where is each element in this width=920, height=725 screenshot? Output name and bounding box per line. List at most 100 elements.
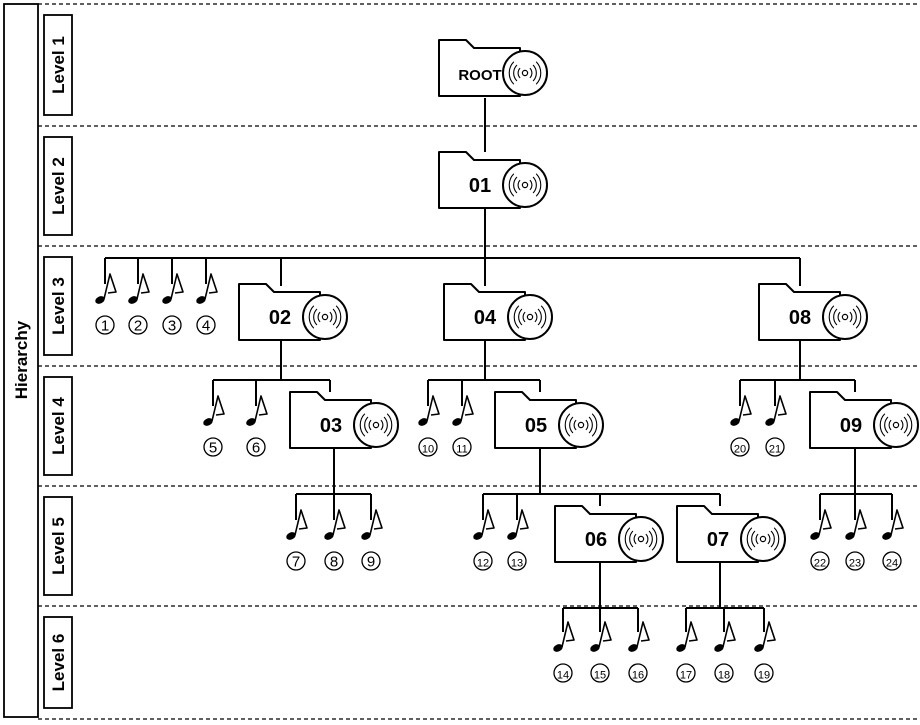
folder-08: 08: [758, 283, 868, 341]
svg-text:Level 6: Level 6: [49, 634, 68, 692]
folder-02: 02: [238, 283, 348, 341]
track-24: 24㉔: [882, 509, 904, 571]
music-note-icon: [730, 395, 752, 426]
track-11: 11⑪: [452, 395, 474, 457]
folder-06: 06: [554, 505, 664, 563]
track-17: 17⑰: [676, 621, 698, 683]
track-number: 9: [367, 554, 375, 571]
music-note-icon: [128, 273, 150, 304]
music-note-icon: [203, 395, 225, 426]
folder-03: 03: [289, 391, 399, 449]
disc-icon: [822, 294, 868, 340]
music-note-icon: [553, 621, 575, 652]
hierarchy-frame: [3, 3, 39, 718]
track-2: 2②: [128, 273, 150, 335]
music-note-icon: [628, 621, 650, 652]
disc-icon: [502, 50, 548, 96]
track-5: 5⑤: [203, 395, 225, 457]
level-label-1: Level 1: [43, 14, 73, 116]
music-note-icon: [162, 273, 184, 304]
track-number: 14: [557, 670, 569, 682]
track-number: 11: [456, 444, 467, 456]
music-note-icon: [324, 509, 346, 540]
disc-icon: [558, 402, 604, 448]
music-note-icon: [418, 395, 440, 426]
music-note-icon: [765, 395, 787, 426]
music-note-icon: [754, 621, 776, 652]
music-note-icon: [95, 273, 117, 304]
music-note-icon: [286, 509, 308, 540]
tree-connectors: [104, 98, 893, 632]
music-note-icon: [882, 509, 904, 540]
folder-04: 04: [443, 283, 553, 341]
track-23: 23㉓: [845, 509, 867, 571]
track-number: 4: [202, 318, 210, 335]
track-19: 19⑲: [754, 621, 776, 683]
folder-label: 08: [789, 307, 811, 329]
track-10: 10⑩: [418, 395, 440, 457]
track-number: 8: [330, 554, 338, 571]
track-number: 22: [814, 558, 826, 570]
track-14: 14⑭: [553, 621, 575, 683]
track-number: 12: [477, 558, 489, 570]
level-label-4: Level 4: [43, 376, 73, 476]
music-note-icon: [361, 509, 383, 540]
svg-text:Level 1: Level 1: [49, 36, 68, 94]
track-number: 19: [758, 670, 770, 682]
folder-label: 03: [320, 415, 342, 437]
music-note-icon: [452, 395, 474, 426]
track-number: 17: [680, 670, 692, 682]
track-15: 15⑮: [590, 621, 612, 683]
folder-05: 05: [494, 391, 604, 449]
track-7: 7⑦: [286, 509, 308, 571]
music-note-icon: [714, 621, 736, 652]
track-number: 23: [849, 558, 861, 570]
svg-text:Level 4: Level 4: [49, 397, 68, 455]
level-label-5: Level 5: [43, 496, 73, 596]
level-label-6: Level 6: [43, 616, 73, 709]
disc-icon: [740, 516, 786, 562]
track-number: 2: [134, 318, 142, 335]
music-note-icon: [473, 509, 495, 540]
disc-icon: [302, 294, 348, 340]
music-note-icon: [246, 395, 268, 426]
track-number: 18: [718, 670, 730, 682]
track-18: 18⑱: [714, 621, 736, 683]
track-number: 21: [769, 444, 781, 456]
music-note-icon: [676, 621, 698, 652]
disc-icon: [502, 162, 548, 208]
track-4: 4④: [196, 273, 218, 335]
track-number: 5: [209, 440, 217, 457]
folder-label: ROOT: [458, 67, 501, 84]
track-number: 1: [101, 318, 109, 335]
track-8: 8⑧: [324, 509, 346, 571]
track-1: 1①: [95, 273, 117, 335]
folder-label: 06: [585, 529, 607, 551]
track-number: 7: [292, 554, 300, 571]
level-label-3: Level 3: [43, 256, 73, 356]
disc-icon: [618, 516, 664, 562]
track-number: 20: [734, 444, 746, 456]
track-3: 3③: [162, 273, 184, 335]
svg-text:Level 5: Level 5: [49, 517, 68, 575]
track-number: 16: [632, 670, 644, 682]
folder-label: 05: [525, 415, 547, 437]
track-21: 21㉑: [765, 395, 787, 457]
music-note-icon: [507, 509, 529, 540]
folder-07: 07: [676, 505, 786, 563]
track-number: 24: [886, 558, 898, 570]
track-6: 6⑥: [246, 395, 268, 457]
disc-icon: [507, 294, 553, 340]
track-number: 15: [594, 670, 606, 682]
svg-text:Level 2: Level 2: [49, 157, 68, 215]
svg-text:Level 3: Level 3: [49, 277, 68, 335]
hierarchy-label: Hierarchy: [12, 320, 31, 399]
track-number: 6: [252, 440, 260, 457]
folder-label: 07: [707, 529, 729, 551]
track-20: 20⑳: [730, 395, 752, 457]
level-label-2: Level 2: [43, 136, 73, 236]
music-note-icon: [196, 273, 218, 304]
folder-09: 09: [809, 391, 919, 449]
music-note-icon: [845, 509, 867, 540]
